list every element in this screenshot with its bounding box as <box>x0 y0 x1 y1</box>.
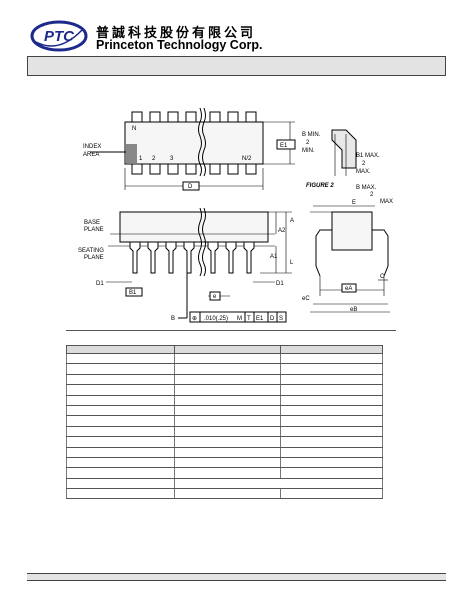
index-area-label: INDEX <box>83 144 101 150</box>
table-row <box>66 478 383 490</box>
dim-a-label: A <box>290 218 294 224</box>
fcf-modifier-m: M <box>237 316 242 322</box>
table-row <box>66 426 383 438</box>
figure-2-b-min-frac: 2 <box>306 140 310 146</box>
fcf-datum-e1: E1 <box>256 316 264 322</box>
table-row <box>66 363 383 375</box>
dim-b-label: B <box>171 316 175 322</box>
table-header-row <box>66 345 383 354</box>
dim-d1-left-label: D1 <box>96 281 104 287</box>
company-name-cn: 普誠科技股份有限公司 <box>96 26 257 41</box>
figure-2-b1-max-line3: MAX. <box>356 169 371 175</box>
figure-2-b1-max-frac: 2 <box>362 161 366 167</box>
dim-a2-label: A2 <box>278 228 286 234</box>
figure-2-b-max-line3: MAX <box>380 199 393 205</box>
package-outline-drawing: N 1 2 3 N/2 INDEX AREA E1 D <box>78 107 393 323</box>
ptc-logo: PTC <box>30 20 88 52</box>
table-row <box>66 467 383 479</box>
header-bar <box>27 56 446 76</box>
footer-bar <box>27 573 446 581</box>
figure-2-b-max-frac: 2 <box>370 192 374 198</box>
table-row <box>66 374 383 386</box>
table-row <box>66 405 383 417</box>
top-view-pin-2: 2 <box>152 156 156 162</box>
table-header-cell <box>174 345 281 354</box>
dim-e-label: e <box>213 294 217 300</box>
figure-2-detail <box>331 129 357 176</box>
end-view-eb-label: eB <box>350 307 357 313</box>
side-view <box>106 207 292 323</box>
svg-text:PTC: PTC <box>44 28 75 45</box>
dim-b1-label: B1 <box>129 290 137 296</box>
figure-2-b1-max: B1 MAX. <box>356 153 380 159</box>
end-view-c-label: C <box>380 274 385 280</box>
seating-plane-label-2: PLANE <box>84 255 104 261</box>
dim-l-label: L <box>290 260 294 266</box>
table-row <box>66 488 383 500</box>
table-row <box>66 436 383 448</box>
table-row <box>66 353 383 365</box>
dim-e1-label: E1 <box>280 143 288 149</box>
dimension-table <box>66 345 383 500</box>
fcf-modifier-s: S <box>279 316 283 322</box>
company-name-en: Princeton Technology Corp. <box>96 38 263 52</box>
base-plane-label-2: PLANE <box>84 227 104 233</box>
end-view-ec-label: eC <box>302 296 310 302</box>
table-row <box>66 457 383 469</box>
fcf-position-symbol: ⊕ <box>192 316 197 322</box>
table-header-cell <box>66 345 175 354</box>
fcf-datum-t: T <box>247 316 251 322</box>
table-row <box>66 415 383 427</box>
figure-2-b-min-line3: MIN. <box>302 148 315 154</box>
table-row <box>66 384 383 396</box>
end-view <box>310 205 390 313</box>
table-header-cell <box>280 345 383 354</box>
top-view-pin-n: N <box>132 126 136 132</box>
section-separator <box>66 330 396 331</box>
top-view <box>90 107 296 191</box>
figure-2-b-min: B MIN. <box>302 132 321 138</box>
seating-plane-label: SEATING <box>78 248 104 254</box>
dim-d-label: D <box>188 184 193 190</box>
fcf-datum-d: D <box>270 316 275 322</box>
index-area-label-2: AREA <box>83 152 99 158</box>
dim-d1-right-label: D1 <box>276 281 284 287</box>
table-row <box>66 447 383 458</box>
top-view-pin-1: 1 <box>139 156 143 162</box>
end-view-ea-label: eA <box>345 286 352 292</box>
table-row <box>66 395 383 406</box>
top-view-pin-n2: N/2 <box>242 156 252 162</box>
figure-2-title: FIGURE 2 <box>306 183 334 189</box>
end-view-e-label: E <box>352 200 356 206</box>
top-view-pin-3: 3 <box>170 156 174 162</box>
fcf-tolerance-value: .010(.25) <box>204 316 228 322</box>
figure-2-b-max: B MAX. <box>356 185 377 191</box>
dim-a1-label: A1 <box>270 254 278 260</box>
base-plane-label: BASE <box>84 220 100 226</box>
